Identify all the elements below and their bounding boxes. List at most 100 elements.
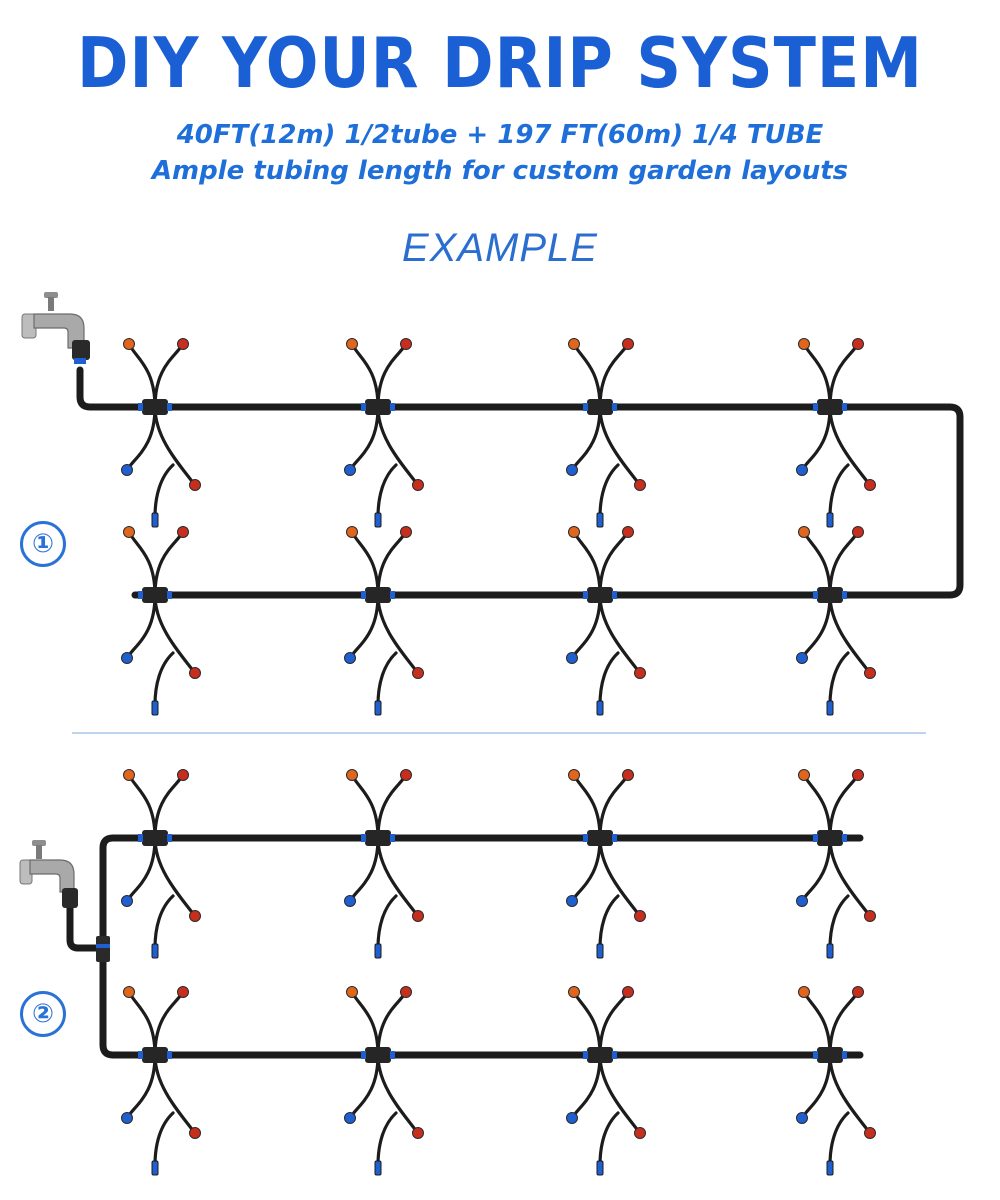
spray-stake-icon xyxy=(151,700,159,716)
emitter-icon xyxy=(121,464,133,476)
spray-stake-icon xyxy=(151,1160,159,1176)
drip-line xyxy=(598,342,630,409)
drip-line xyxy=(127,990,157,1057)
tee-connector xyxy=(817,399,843,415)
emitter-icon xyxy=(566,1112,578,1124)
emitter-icon xyxy=(796,1112,808,1124)
drip-line xyxy=(800,836,832,903)
tee-connector xyxy=(365,1047,391,1063)
drip-line xyxy=(350,530,380,597)
tee-connector xyxy=(587,399,613,415)
drip-line xyxy=(598,836,642,918)
drip-line xyxy=(376,894,398,950)
emitter-icon xyxy=(864,1127,876,1139)
drip-line xyxy=(572,342,602,409)
emitter-icon xyxy=(123,338,135,350)
drip-line xyxy=(802,773,832,840)
drip-line xyxy=(800,593,832,660)
emitter-icon xyxy=(566,895,578,907)
drip-line xyxy=(376,342,408,409)
emitter-icon xyxy=(344,895,356,907)
emitter-icon xyxy=(400,526,412,538)
drip-line xyxy=(153,1053,197,1135)
tee-band xyxy=(813,1051,818,1059)
emitter-icon xyxy=(177,526,189,538)
emitter-icon xyxy=(852,526,864,538)
tee-band xyxy=(390,403,395,411)
drip-line xyxy=(348,593,380,660)
drip-line xyxy=(350,342,380,409)
drip-line xyxy=(828,405,872,487)
emitter-icon xyxy=(798,986,810,998)
spray-stake-icon xyxy=(596,943,604,959)
faucet-icon xyxy=(19,840,78,908)
drip-line xyxy=(376,1053,420,1135)
tee-band xyxy=(390,834,395,842)
drip-line xyxy=(350,990,380,1057)
drip-line xyxy=(376,405,420,487)
drip-line xyxy=(570,1053,602,1120)
tee-band xyxy=(96,944,110,948)
tee-band xyxy=(583,403,588,411)
tee-band xyxy=(583,591,588,599)
drip-line xyxy=(125,593,157,660)
emitter-icon xyxy=(344,464,356,476)
emitter-icon xyxy=(568,769,580,781)
page-title: DIY YOUR DRIP SYSTEM xyxy=(77,22,923,104)
drip-line xyxy=(125,836,157,903)
drip-line xyxy=(153,651,175,707)
drip-line xyxy=(127,530,157,597)
emitter-icon xyxy=(121,652,133,664)
emitter-icon xyxy=(346,338,358,350)
tee-connector xyxy=(817,830,843,846)
drip-line xyxy=(376,836,420,918)
drip-line xyxy=(598,405,642,487)
drip-line xyxy=(598,773,630,840)
drip-line xyxy=(376,1111,398,1167)
spray-stake-icon xyxy=(826,943,834,959)
drip-line xyxy=(828,1053,872,1135)
drip-line xyxy=(125,1053,157,1120)
drip-line xyxy=(828,836,872,918)
tee-connector xyxy=(96,936,110,962)
emitter-icon xyxy=(634,667,646,679)
emitter-icon xyxy=(189,1127,201,1139)
drip-line xyxy=(598,593,642,675)
drip-line xyxy=(376,463,398,519)
emitter-icon xyxy=(121,895,133,907)
drip-line xyxy=(572,773,602,840)
tee-band xyxy=(612,591,617,599)
drip-line xyxy=(376,530,408,597)
drip-line xyxy=(828,773,860,840)
drip-line xyxy=(153,1111,175,1167)
spray-stake-icon xyxy=(596,700,604,716)
drip-line xyxy=(802,530,832,597)
emitter-icon xyxy=(852,769,864,781)
drip-line xyxy=(376,651,398,707)
tee-band xyxy=(583,834,588,842)
emitter-icon xyxy=(566,464,578,476)
tee-connector xyxy=(365,830,391,846)
emitter-icon xyxy=(412,910,424,922)
drip-line xyxy=(800,1053,832,1120)
emitter-icon xyxy=(622,526,634,538)
drip-line xyxy=(828,593,872,675)
layout-1-main-tube xyxy=(76,366,964,599)
drip-line xyxy=(153,836,197,918)
drip-line xyxy=(127,773,157,840)
tee-band xyxy=(167,403,172,411)
emitter-icon xyxy=(864,910,876,922)
tee-band xyxy=(842,1051,847,1059)
emitter-icon xyxy=(400,338,412,350)
drip-line xyxy=(127,342,157,409)
spray-stake-icon xyxy=(374,943,382,959)
tee-band xyxy=(813,834,818,842)
tee-band xyxy=(361,1051,366,1059)
tee-band xyxy=(138,1051,143,1059)
layout-2-badge: ② xyxy=(20,991,66,1037)
emitter-icon xyxy=(798,769,810,781)
drip-line xyxy=(153,463,175,519)
tee-band xyxy=(842,591,847,599)
spray-stake-icon xyxy=(826,700,834,716)
